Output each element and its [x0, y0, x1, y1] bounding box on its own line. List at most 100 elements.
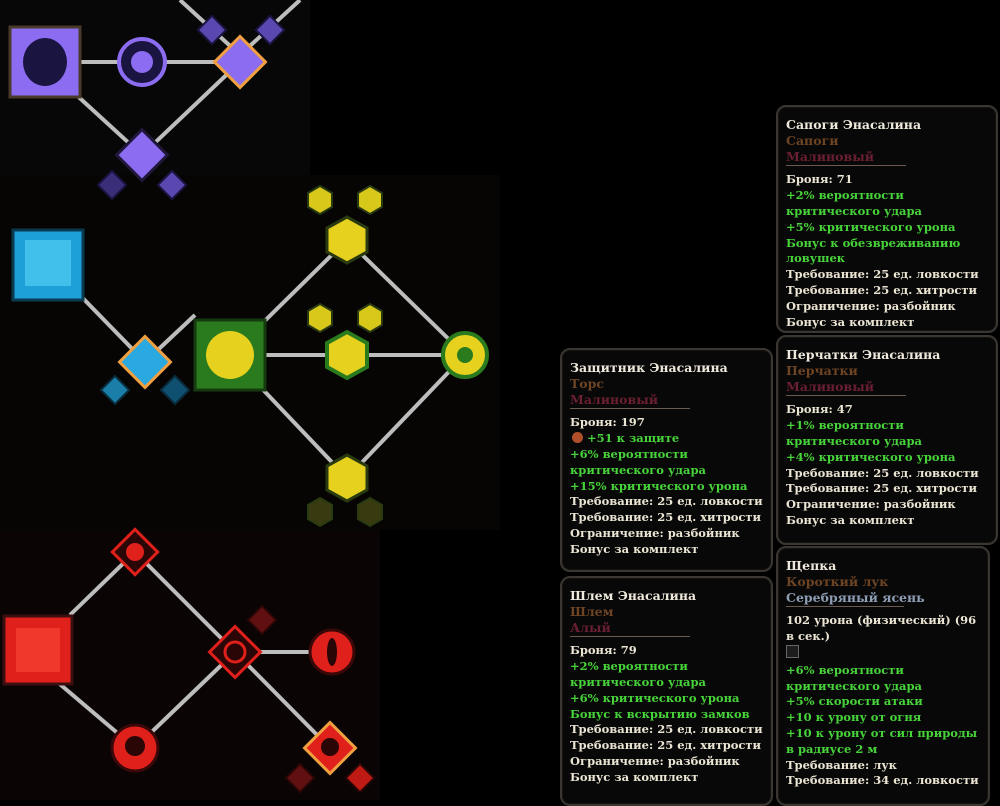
crosshair-icon[interactable]: [207, 624, 263, 680]
stat-text: Броня: 197: [570, 415, 645, 430]
item-stat: Бонус за комплект: [570, 770, 763, 786]
item-name: Перчатки Энасалина: [786, 347, 941, 362]
item-material: Серебряный ясень: [786, 590, 925, 608]
daggers-icon[interactable]: [2, 614, 74, 686]
item-bonus-stat: +10 к урону от огня: [786, 710, 980, 726]
item-stat: Требование: 25 ед. ловкости: [570, 494, 763, 510]
stat-text: +1% вероятности критического удара: [786, 418, 922, 448]
stat-text: Бонус за комплект: [570, 769, 699, 784]
item-stat: 102 урона (физический) (96 в сек.): [786, 613, 980, 645]
item-stat: Ограничение: разбойник: [570, 754, 763, 770]
item-stat: Требование: лук: [786, 758, 980, 774]
stat-text: Требование: 25 ед. хитрости: [570, 510, 762, 525]
stat-text: Ограничение: разбойник: [786, 497, 956, 512]
stat-text: Бонус за комплект: [786, 314, 915, 329]
item-type: Торс: [570, 375, 604, 391]
stat-text: +6% вероятности критического удара: [786, 662, 922, 693]
stat-text: +10 к урону от сил природы в радиусе 2 м: [786, 725, 978, 756]
darts-icon[interactable]: [325, 329, 369, 381]
twin-figures-icon[interactable]: [114, 127, 170, 183]
item-material: Малиновый: [786, 379, 906, 397]
stat-text: +5% критического урона: [786, 219, 956, 234]
stat-text: Броня: 71: [786, 172, 853, 187]
green-minor-nodes[interactable]: [307, 184, 383, 528]
stat-text: +2% вероятности критического удара: [786, 188, 922, 218]
beast-icon[interactable]: [8, 25, 82, 99]
stat-text: +15% критического урона: [570, 478, 748, 493]
item-name: Щепка: [786, 558, 837, 573]
figure-icon[interactable]: [117, 37, 167, 87]
item-bonus-stat: +1% вероятности критического удара: [786, 418, 988, 450]
fist-icon[interactable]: [325, 453, 369, 503]
item-bonus-stat: +5% скорости атаки: [786, 694, 980, 710]
eye-blade-icon[interactable]: [308, 628, 356, 676]
item-bonus-stat: +51 к защите: [570, 431, 763, 447]
item-bonus-stat: +6% вероятности критического удара: [786, 663, 980, 695]
dual-figures-icon[interactable]: [212, 34, 268, 90]
item-stat: Требование: 25 ед. ловкости: [786, 267, 988, 283]
item-bonus-stat: Бонус к обезвреживанию ловушек: [786, 236, 988, 268]
item-type: Сапоги: [786, 132, 839, 148]
item-type: Перчатки: [786, 362, 858, 378]
stat-text: +51 к защите: [587, 431, 680, 446]
scroll-icon[interactable]: [325, 215, 369, 265]
stat-text: +5% скорости атаки: [786, 694, 923, 709]
item-stat: Ограничение: разбойник: [786, 497, 988, 513]
stat-text: Требование: 25 ед. хитрости: [786, 481, 978, 496]
stat-text: Бонус за комплект: [786, 512, 915, 527]
skull-diamond-node[interactable]: [110, 527, 160, 577]
stat-text: Ограничение: разбойник: [570, 525, 740, 540]
item-type: Шлем: [570, 603, 614, 619]
empty-rune-slot-icon[interactable]: [786, 644, 799, 658]
cyan-diamond-node[interactable]: [117, 334, 173, 390]
stat-text: 102 урона (физический) (96 в сек.): [786, 613, 977, 644]
stat-text: Бонус к обезвреживанию ловушек: [786, 235, 961, 266]
item-material: Малиновый: [786, 149, 906, 167]
trefoil-icon[interactable]: [441, 331, 489, 379]
purple-minor-nodes[interactable]: [96, 14, 286, 201]
stat-text: +4% критического урона: [786, 449, 956, 464]
item-bonus-stat: Бонус к вскрытию замков: [570, 707, 763, 723]
stat-text: Требование: 25 ед. ловкости: [570, 722, 763, 737]
item-name: Шлем Энасалина: [570, 588, 697, 603]
stat-text: Требование: лук: [786, 757, 897, 772]
item-name: Сапоги Энасалина: [786, 117, 922, 132]
stat-text: +2% вероятности критического удара: [570, 659, 706, 689]
item-name: Защитник Энасалина: [570, 360, 728, 375]
item-stat: Требование: 25 ед. хитрости: [570, 738, 763, 754]
item-bonus-stat: +4% критического урона: [786, 450, 988, 466]
skull-icon[interactable]: [110, 723, 160, 773]
item-stat: Бонус за комплект: [786, 315, 988, 331]
item-stat: Требование: 34 ед. ловкости: [786, 773, 980, 789]
item-stat: Броня: 79: [570, 643, 763, 659]
item-stat: Броня: 197: [570, 415, 763, 431]
skill-trees: [2, 0, 489, 794]
stat-text: +10 к урону от огня: [786, 710, 922, 725]
stat-text: Требование: 25 ед. ловкости: [786, 267, 979, 282]
item-stat: Ограничение: разбойник: [570, 526, 763, 542]
item-material: Алый: [570, 620, 690, 638]
item-stat: Броня: 71: [786, 172, 988, 188]
stat-text: +6% вероятности критического удара: [570, 446, 706, 477]
item-stat: Требование: 25 ед. ловкости: [570, 722, 763, 738]
stat-text: Ограничение: разбойник: [570, 753, 740, 768]
item-bonus-stat: +2% вероятности критического удара: [570, 659, 763, 691]
stat-text: Бонус за комплект: [570, 541, 699, 556]
item-stat: [786, 644, 980, 663]
stat-text: Требование: 25 ед. ловкости: [786, 465, 979, 480]
stat-text: Броня: 47: [786, 402, 853, 417]
item-stat: Бонус за комплект: [570, 542, 763, 558]
red-minor-nodes[interactable]: [246, 604, 376, 794]
skull-diamond-selected[interactable]: [302, 720, 358, 776]
cube-cluster-icon[interactable]: [193, 318, 267, 392]
stat-text: +6% критического урона: [570, 690, 740, 705]
stat-text: Требование: 25 ед. ловкости: [570, 494, 763, 509]
cyan-minor-nodes[interactable]: [99, 374, 191, 406]
arrows-volley-icon[interactable]: [11, 228, 85, 302]
item-stat: Бонус за комплект: [786, 513, 988, 529]
item-type: Короткий лук: [786, 573, 889, 589]
